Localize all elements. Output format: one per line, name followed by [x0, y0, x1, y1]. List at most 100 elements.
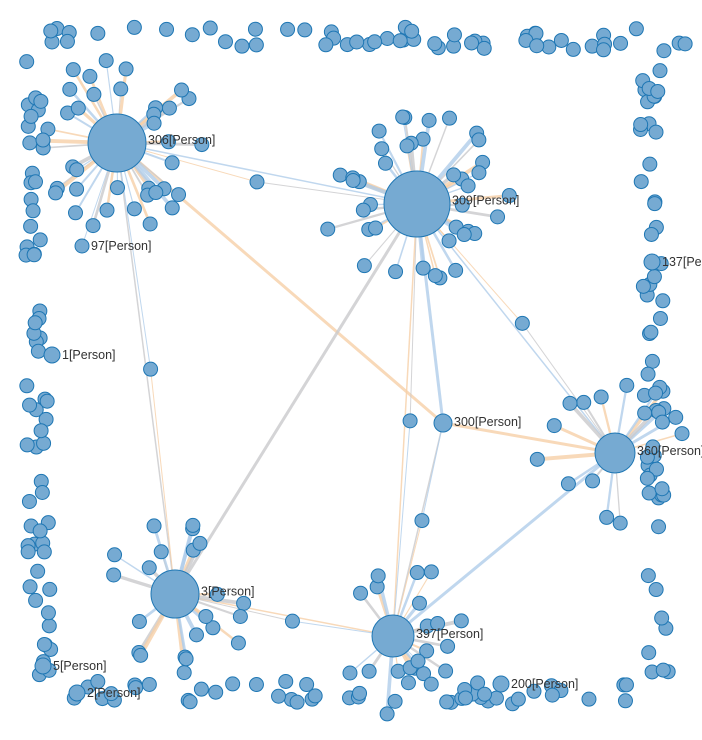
graph-node[interactable] [278, 673, 294, 689]
graph-node[interactable] [400, 675, 416, 691]
graph-node[interactable] [62, 81, 78, 97]
graph-node[interactable] [232, 609, 248, 625]
graph-node[interactable] [585, 473, 601, 489]
graph-node[interactable] [19, 378, 35, 394]
graph-node[interactable] [374, 141, 390, 157]
graph-node[interactable] [514, 315, 530, 331]
graph-node[interactable] [453, 613, 469, 629]
graph-node[interactable] [225, 676, 241, 692]
graph-node[interactable] [633, 174, 649, 190]
graph-node[interactable] [637, 405, 653, 421]
graph-node[interactable] [23, 218, 39, 234]
graph-node[interactable] [21, 493, 37, 509]
graph-node[interactable] [205, 620, 221, 636]
graph-node[interactable] [345, 172, 361, 188]
graph-node[interactable] [22, 579, 38, 595]
graph-node[interactable] [284, 613, 300, 629]
graph-node[interactable] [247, 21, 263, 37]
graph-node[interactable] [297, 22, 313, 38]
graph-node[interactable] [655, 662, 671, 678]
graph-node[interactable] [651, 519, 667, 535]
graph-node[interactable] [440, 638, 456, 654]
graph-node[interactable] [645, 439, 661, 455]
graph-node[interactable] [411, 595, 427, 611]
graph-node[interactable] [184, 27, 200, 43]
graph-node[interactable] [143, 361, 159, 377]
graph-node[interactable] [464, 35, 480, 51]
graph-node[interactable] [458, 690, 474, 706]
graph-node[interactable] [441, 233, 457, 249]
graph-node[interactable] [643, 226, 659, 242]
graph-node[interactable] [142, 216, 158, 232]
graph-node[interactable] [32, 523, 48, 539]
graph-node[interactable] [90, 674, 106, 690]
hub-node-397[interactable] [371, 614, 415, 658]
graph-node[interactable] [148, 185, 164, 201]
graph-node[interactable] [423, 676, 439, 692]
graph-node[interactable] [68, 205, 84, 221]
graph-node[interactable] [164, 200, 180, 216]
graph-node[interactable] [654, 414, 670, 430]
graph-node[interactable] [141, 676, 157, 692]
graph-node[interactable] [20, 544, 36, 560]
graph-node[interactable] [249, 174, 265, 190]
graph-node[interactable] [126, 19, 142, 35]
graph-node[interactable] [146, 115, 162, 131]
graph-node[interactable] [109, 180, 125, 196]
graph-node[interactable] [164, 155, 180, 171]
graph-node[interactable] [639, 470, 655, 486]
graph-node[interactable] [26, 247, 42, 263]
graph-node[interactable] [355, 202, 371, 218]
graph-node[interactable] [342, 665, 358, 681]
graph-node[interactable] [416, 666, 432, 682]
graph-node[interactable] [648, 124, 664, 140]
graph-node[interactable] [553, 32, 569, 48]
graph-node[interactable] [656, 43, 672, 59]
graph-node[interactable] [596, 42, 612, 58]
graph-node[interactable] [41, 618, 57, 634]
graph-node[interactable] [133, 647, 149, 663]
graph-node[interactable] [69, 181, 85, 197]
graph-node[interactable] [34, 484, 50, 500]
graph-node[interactable] [70, 100, 86, 116]
node-2[interactable] [68, 684, 86, 702]
graph-node[interactable] [633, 117, 649, 133]
graph-node[interactable] [82, 68, 98, 84]
node-200[interactable] [492, 675, 510, 693]
graph-node[interactable] [546, 418, 562, 434]
graph-node[interactable] [529, 38, 545, 54]
node-1[interactable] [43, 346, 61, 364]
graph-node[interactable] [635, 278, 651, 294]
graph-node[interactable] [194, 137, 210, 153]
graph-node[interactable] [646, 269, 662, 285]
graph-node[interactable] [628, 21, 644, 37]
graph-node[interactable] [202, 20, 218, 36]
graph-node[interactable] [529, 451, 545, 467]
graph-node[interactable] [280, 21, 296, 37]
graph-node[interactable] [27, 174, 43, 190]
graph-node[interactable] [32, 232, 48, 248]
graph-node[interactable] [414, 513, 430, 529]
graph-node[interactable] [161, 100, 177, 116]
graph-node[interactable] [171, 187, 187, 203]
graph-node[interactable] [161, 134, 177, 150]
graph-node[interactable] [106, 567, 122, 583]
graph-node[interactable] [48, 185, 64, 201]
graph-node[interactable] [456, 227, 472, 243]
graph-node[interactable] [43, 23, 59, 39]
graph-node[interactable] [652, 63, 668, 79]
hub-node-300[interactable] [433, 413, 453, 433]
graph-node[interactable] [387, 693, 403, 709]
graph-node[interactable] [648, 385, 664, 401]
graph-node[interactable] [442, 110, 458, 126]
graph-node[interactable] [192, 535, 208, 551]
graph-node[interactable] [30, 343, 46, 359]
graph-node[interactable] [446, 167, 462, 183]
graph-node[interactable] [271, 688, 287, 704]
graph-node[interactable] [427, 268, 443, 284]
graph-node[interactable] [318, 37, 334, 53]
graph-node[interactable] [22, 397, 38, 413]
graph-node[interactable] [234, 38, 250, 54]
graph-node[interactable] [377, 155, 393, 171]
